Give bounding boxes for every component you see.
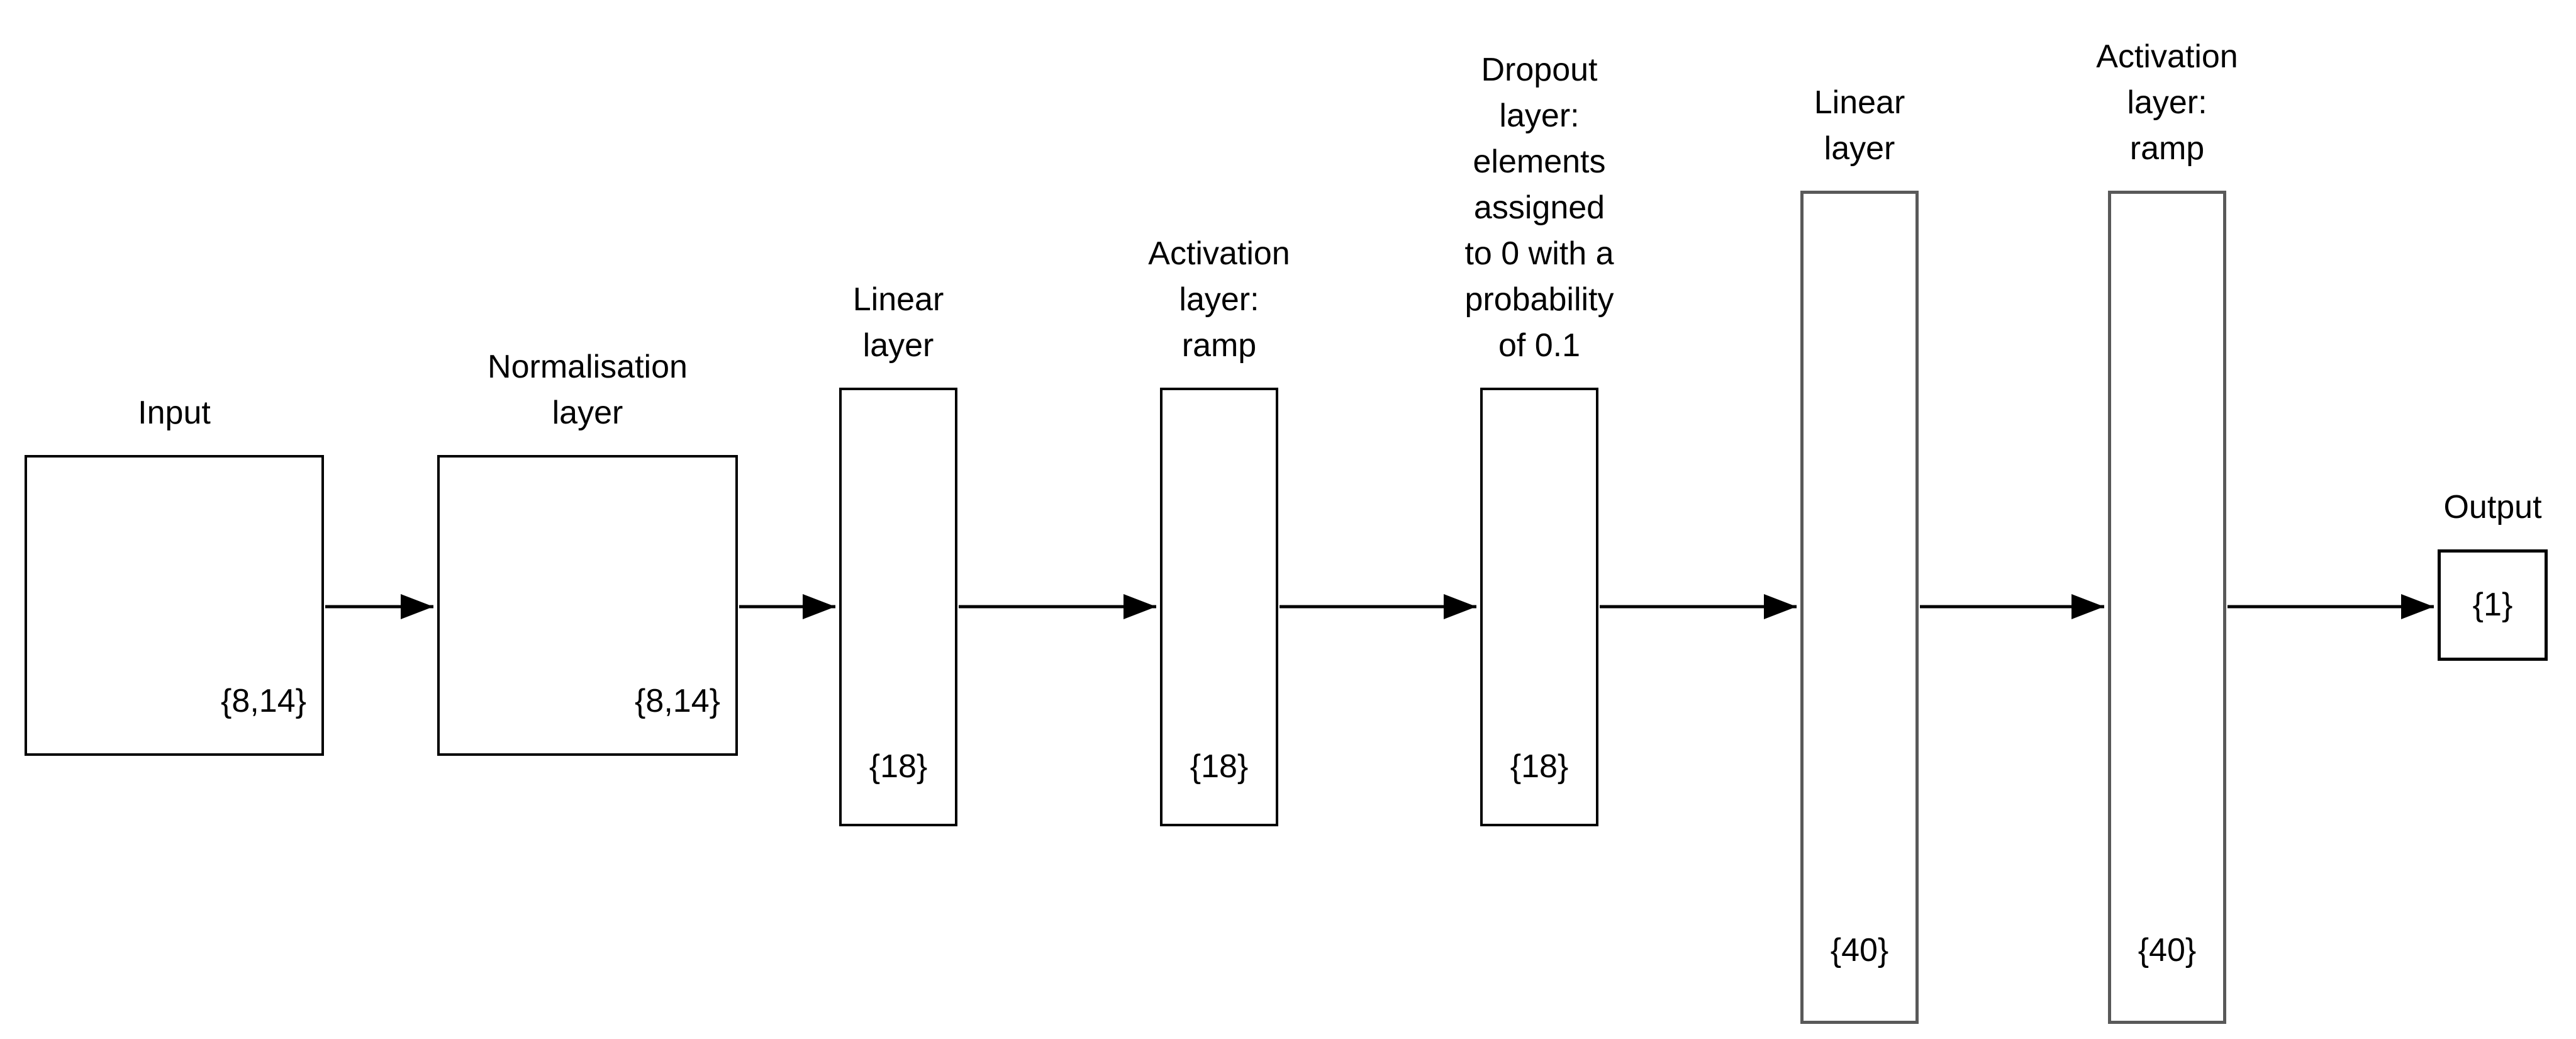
normalisation-layer-label: Normalisation layer: [488, 349, 688, 431]
linear-layer-2-box: [1800, 191, 1919, 1024]
activation-layer-1-label: Activation layer: ramp: [1148, 235, 1290, 364]
input-label: Input: [138, 395, 211, 431]
normalisation-layer-dimensions: {8,14}: [635, 683, 720, 719]
activation-layer-2-dimensions: {40}: [2138, 932, 2197, 969]
linear-layer-1-box: [839, 388, 957, 826]
input-dimensions: {8,14}: [221, 683, 306, 719]
activation-layer-2-box: [2108, 191, 2226, 1024]
activation-layer-1-dimensions: {18}: [1190, 748, 1249, 785]
linear-layer-1-label: Linear layer: [852, 281, 944, 364]
output-box: [2438, 549, 2548, 661]
activation-layer-2-label: Activation layer: ramp: [2096, 38, 2238, 167]
linear-layer-2-dimensions: {40}: [1830, 932, 1889, 969]
linear-layer-1-dimensions: {18}: [869, 748, 928, 785]
dropout-layer-dimensions: {18}: [1510, 748, 1569, 785]
output-label: Output: [2443, 489, 2542, 525]
output-dimensions: {1}: [2472, 587, 2513, 623]
normalisation-layer-box: [437, 455, 738, 756]
input-box: [25, 455, 324, 756]
linear-layer-2-label: Linear layer: [1814, 84, 1905, 167]
dropout-layer-box: [1480, 388, 1598, 826]
dropout-layer-label: Dropout layer: elements assigned to 0 wi…: [1464, 52, 1614, 364]
activation-layer-1-box: [1160, 388, 1278, 826]
